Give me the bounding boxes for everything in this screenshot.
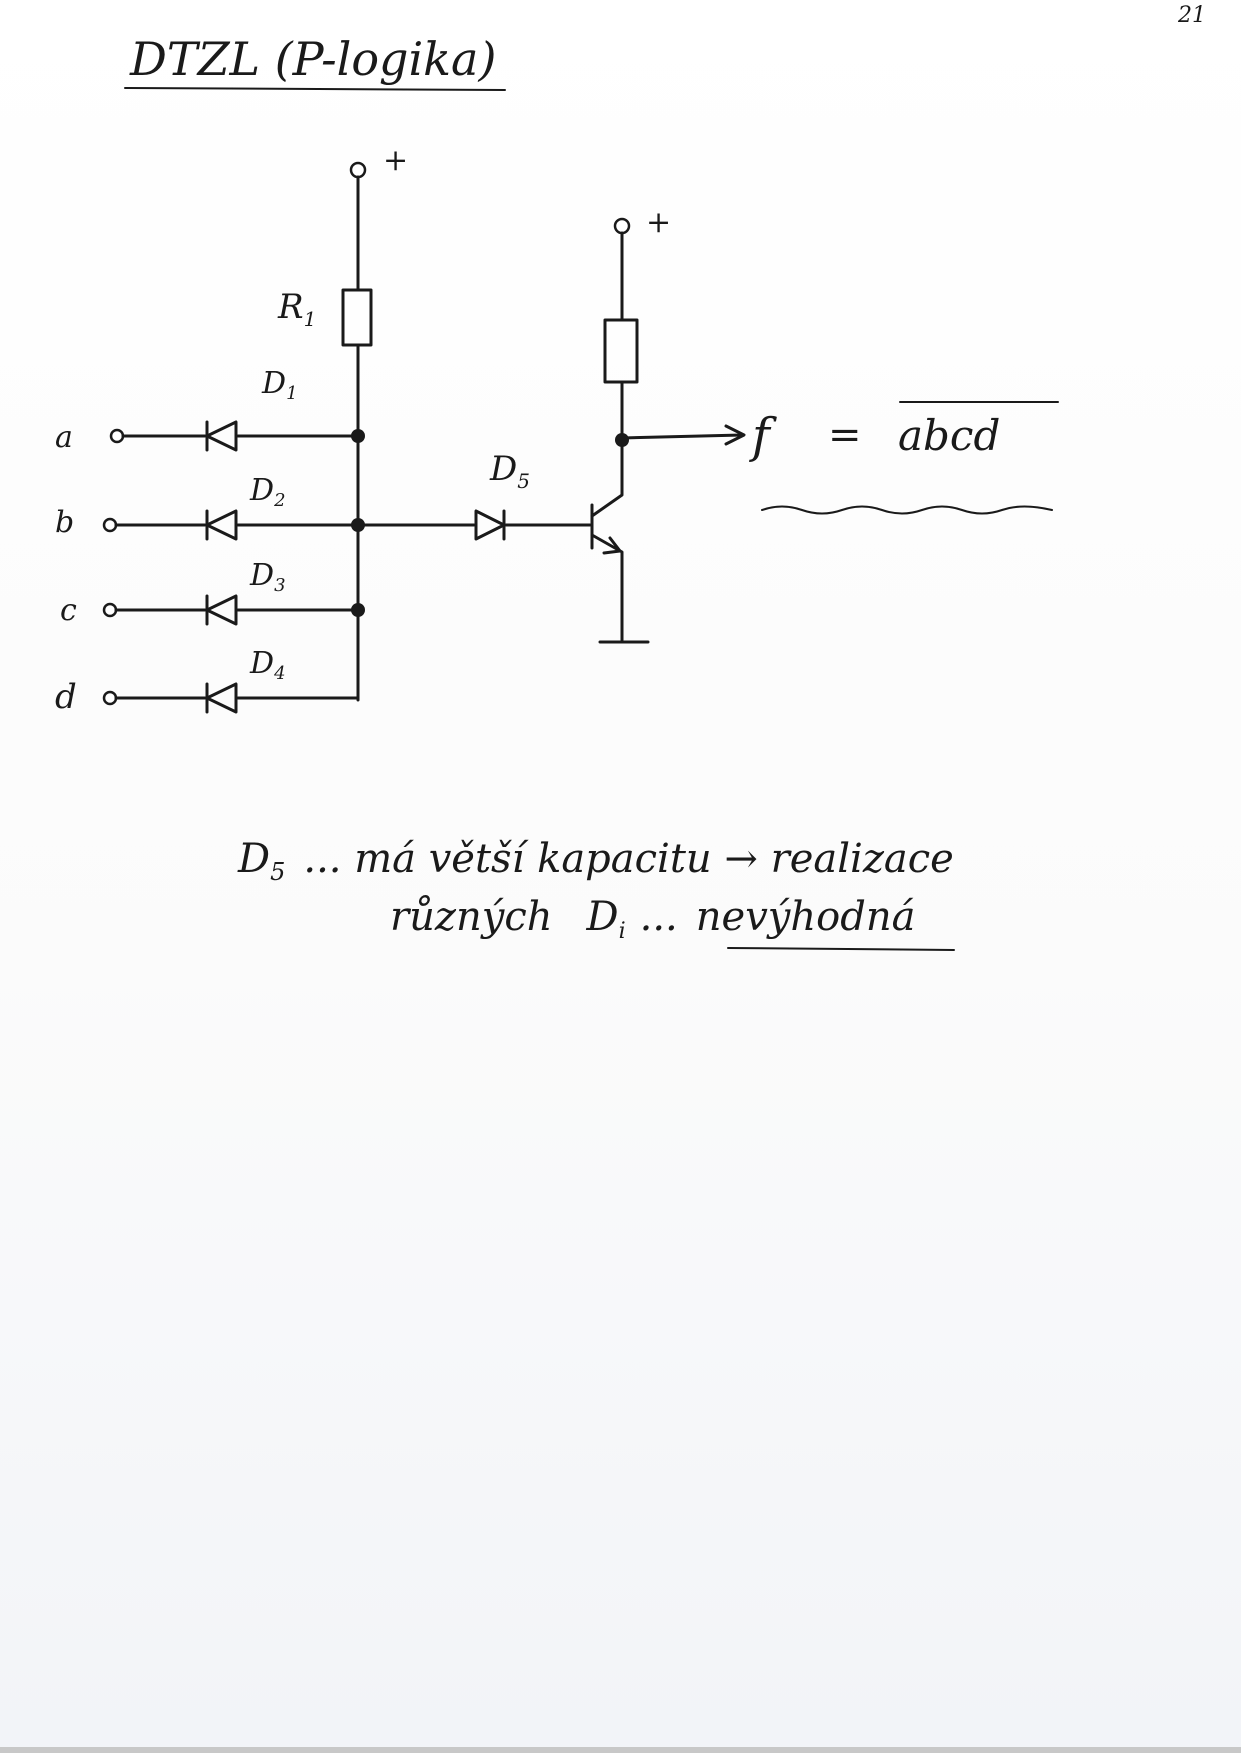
diode-d4 (205, 682, 238, 714)
input-a-label: a (55, 420, 73, 455)
junction-a (351, 429, 365, 443)
transistor (590, 438, 650, 644)
supply-terminal-left (349, 161, 367, 179)
d2-label: D2 (249, 473, 286, 511)
d3-label: D3 (249, 558, 286, 596)
supply-terminal-right (613, 217, 631, 235)
output-arrow (724, 424, 746, 446)
resistor-r1 (341, 288, 373, 347)
diode-d2 (205, 509, 238, 541)
output-wire (620, 433, 744, 440)
diode-d5 (474, 509, 506, 541)
input-b-label: b (55, 505, 74, 540)
d1-label: D1 (261, 366, 298, 404)
note-emphasis-underline (727, 947, 955, 951)
junction-c (351, 603, 365, 617)
page-title: DTZL (P-logika) (129, 32, 496, 86)
note-line-1: D5... má větší kapacitu → realizace (237, 836, 954, 886)
input-d-label: d (55, 677, 77, 717)
junction-output (615, 433, 629, 447)
output-expression: abcd (898, 411, 1000, 460)
page-number: 21 (1177, 3, 1206, 28)
diode-d1 (205, 420, 238, 452)
input-c-label: c (60, 593, 77, 628)
d4-label: D4 (249, 646, 286, 684)
d5-label: D5 (489, 449, 530, 493)
r1-label: R1 (277, 287, 316, 331)
input-c-terminal (102, 602, 118, 618)
resistor-collector (603, 318, 639, 384)
supply-plus-left: + (383, 143, 408, 178)
input-d-terminal (102, 690, 118, 706)
output-equals: = (828, 412, 862, 458)
input-b-terminal (102, 517, 118, 533)
result-wavy-underline (761, 505, 1053, 515)
output-name: f (749, 408, 777, 464)
input-a-terminal (109, 428, 125, 444)
supply-plus-right: + (646, 205, 671, 240)
title-underline (124, 87, 506, 91)
scan-edge (0, 1747, 1241, 1753)
diode-d3 (205, 594, 238, 626)
